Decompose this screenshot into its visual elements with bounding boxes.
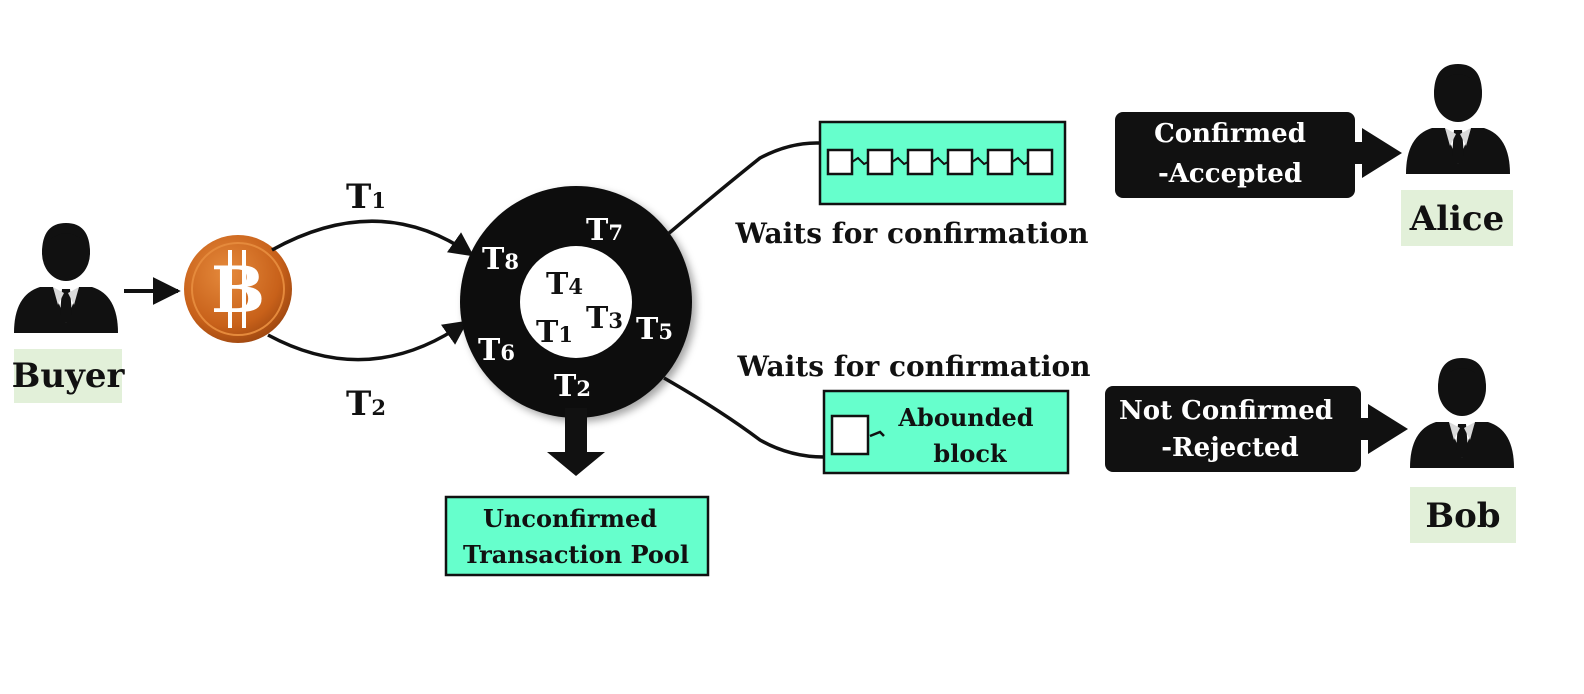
pool-hole-label-t4: T4 <box>546 267 583 302</box>
bob-name-tag <box>1410 487 1516 543</box>
unconfirmed-pool-line2: Transaction Pool <box>463 540 689 569</box>
pool-to-top-chain-line <box>666 141 821 236</box>
chain-block-icon <box>826 148 854 176</box>
transaction-pool-ring <box>460 186 692 418</box>
pool-ring-label-t8: T8 <box>482 242 519 277</box>
t1-label: T1 <box>346 177 386 217</box>
confirmed-arrow-icon <box>1330 128 1402 178</box>
chain-link <box>931 156 949 166</box>
abandoned-block-line1: Abounded <box>897 403 1033 432</box>
chain-block-icon <box>946 148 974 176</box>
pool-ring-label-t5: T5 <box>636 312 673 347</box>
rejected-line2: -Rejected <box>1161 433 1298 463</box>
chain-link <box>1011 156 1029 166</box>
rejected-box: Not Confirmed -Rejected <box>1105 386 1361 472</box>
t2-edge <box>267 320 468 362</box>
person-icon <box>1410 358 1514 468</box>
bob-figure: Bob <box>1410 358 1516 543</box>
chain-block-icon <box>1026 148 1054 176</box>
unconfirmed-pool-box: Unconfirmed Transaction Pool <box>444 495 710 577</box>
chain-block-icon <box>866 148 894 176</box>
alice-name-tag <box>1401 190 1513 246</box>
abandoned-block-line2: block <box>933 439 1008 468</box>
pool-hole-label-t1: T1 <box>536 315 573 350</box>
abandoned-block-icon <box>830 414 870 456</box>
pool-ring-label-t6: T6 <box>478 333 515 368</box>
pool-hole-label-t3: T3 <box>586 301 623 336</box>
rejected-line1: Not Confirmed <box>1119 396 1333 426</box>
pool-ring-label-t2: T2 <box>554 369 591 404</box>
t1-edge <box>271 219 475 257</box>
chain-link <box>891 156 909 166</box>
top-chain-caption: Waits for confirmation <box>734 217 1088 250</box>
person-icon <box>1406 64 1510 174</box>
chain-link <box>971 156 989 166</box>
t2-label: T2 <box>346 384 386 424</box>
bottom-chain-caption: Waits for confirmation <box>736 350 1090 383</box>
top-chain-box <box>818 120 1067 206</box>
unconfirmed-pool-line1: Unconfirmed <box>483 504 657 533</box>
bitcoin-coin-icon: B <box>184 235 292 343</box>
abandoned-block-box: Abounded block <box>822 389 1070 475</box>
buyer-figure: Buyer <box>12 223 126 403</box>
alice-label: Alice <box>1409 199 1505 239</box>
pool-to-abandoned-block-line <box>663 376 825 459</box>
bitcoin-symbol: B <box>211 253 265 328</box>
chain-link <box>851 156 869 166</box>
alice-figure: Alice <box>1401 64 1513 246</box>
confirmed-line2: -Accepted <box>1158 159 1302 189</box>
rejected-arrow-icon <box>1336 404 1408 454</box>
down-arrow-icon <box>547 408 605 476</box>
person-icon <box>14 223 118 333</box>
pool-ring-label-t7: T7 <box>586 213 623 248</box>
chain-block-icon <box>906 148 934 176</box>
confirmed-accepted-box: Confirmed -Accepted <box>1115 112 1355 198</box>
chain-block-icon <box>986 148 1014 176</box>
bob-label: Bob <box>1425 496 1500 536</box>
buyer-name-tag <box>14 349 122 403</box>
confirmed-line1: Confirmed <box>1154 119 1306 149</box>
buyer-label: Buyer <box>12 356 126 396</box>
